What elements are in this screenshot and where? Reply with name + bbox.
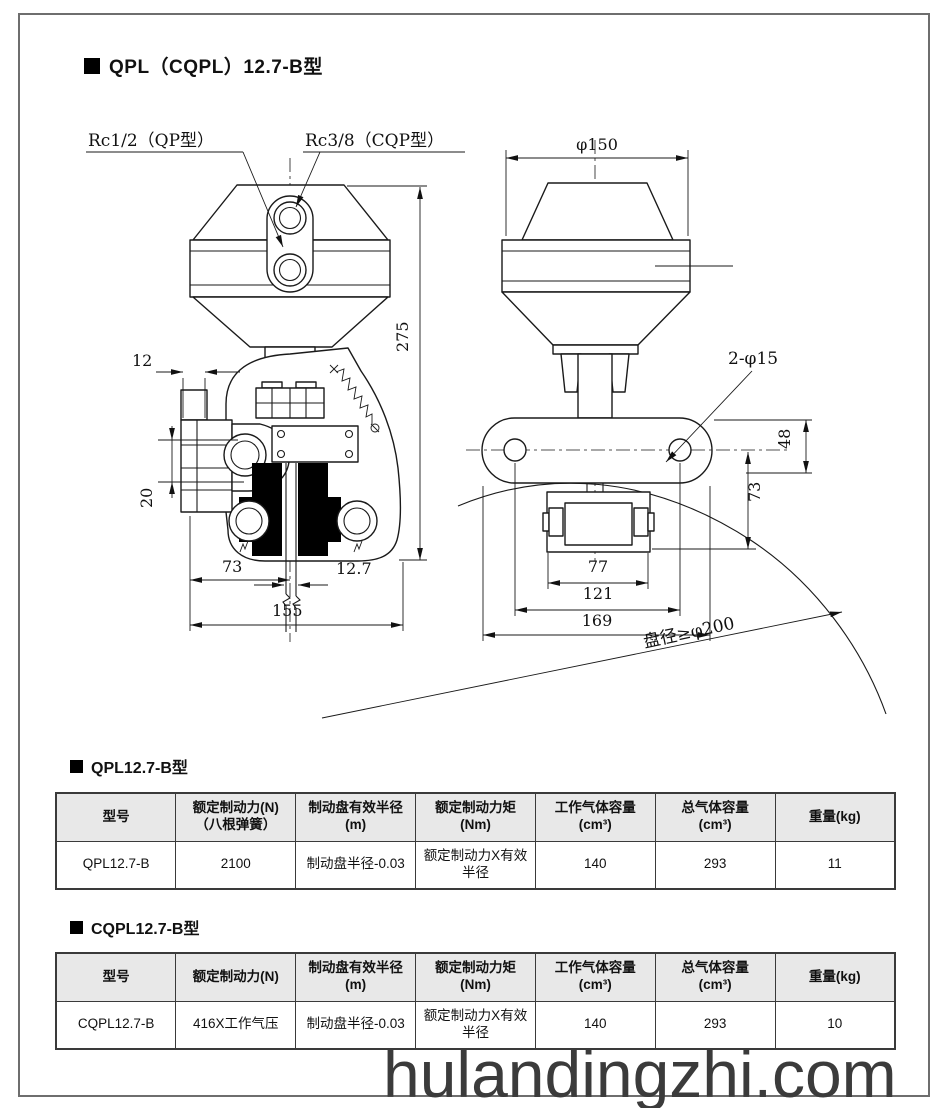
page-title: QPL（CQPL）12.7-B型 — [84, 52, 323, 79]
watermark-text: hulandingzhi.com — [383, 1037, 897, 1108]
header-working-gas-volume: 工作气体容量 (cm³) — [534, 792, 656, 842]
cqpl-spec-table: 型号 额定制动力(N) 制动盘有效半径 (m) 额定制动力矩 (Nm) 工作气体… — [55, 952, 896, 1050]
header-effective-radius: 制动盘有效半径 (m) — [295, 792, 417, 842]
dim-121: 121 — [583, 584, 614, 603]
holes-label: 2-φ15 — [728, 349, 778, 369]
black-square-marker-icon — [84, 57, 100, 74]
header-total-gas-volume: 总气体容量 (cm³) — [654, 952, 776, 1002]
dim-155: 155 — [272, 601, 303, 620]
cell-model: CQPL12.7-B — [55, 1000, 177, 1050]
dim-169: 169 — [582, 611, 613, 630]
header-model: 型号 — [55, 952, 177, 1002]
port-cqp-label: Rc3/8（CQP型） — [305, 131, 444, 151]
cell-total-gas-volume: 293 — [654, 840, 776, 890]
cell-total-gas-volume: 293 — [654, 1000, 776, 1050]
dim-12-7: 12.7 — [336, 559, 372, 578]
brake-disc-edge — [282, 463, 301, 632]
cell-rated-torque: 额定制动力X有效 半径 — [415, 840, 536, 890]
section-title-cqpl-text: CQPL12.7-B型 — [91, 921, 200, 938]
header-weight: 重量(kg) — [774, 952, 896, 1002]
header-rated-force: 额定制动力(N) （八根弹簧） — [175, 792, 297, 842]
dim-275: 275 — [393, 321, 412, 352]
header-total-gas-volume: 总气体容量 (cm³) — [654, 792, 776, 842]
port-qp-label: Rc1/2（QP型） — [88, 131, 214, 151]
section-title-cqpl: CQPL12.7-B型 — [70, 915, 199, 939]
dim-48: 48 — [775, 429, 794, 449]
dim-77: 77 — [588, 557, 608, 576]
cell-weight: 10 — [774, 1000, 896, 1050]
technical-drawings: Rc1/2（QP型） Rc3/8（CQP型） 12 20 73 155 — [86, 131, 887, 719]
dim-phi150: φ150 — [576, 135, 618, 154]
cell-weight: 11 — [774, 840, 896, 890]
table-row: QPL12.7-B 2100 制动盘半径-0.03 额定制动力X有效 半径 14… — [55, 840, 896, 890]
table-row: CQPL12.7-B 416X工作气压 制动盘半径-0.03 额定制动力X有效 … — [55, 1000, 896, 1050]
table-header-row: 型号 额定制动力(N) （八根弹簧） 制动盘有效半径 (m) 额定制动力矩 (N… — [55, 792, 896, 842]
cell-working-gas-volume: 140 — [534, 1000, 656, 1050]
header-effective-radius: 制动盘有效半径 (m) — [295, 952, 417, 1002]
cell-rated-force: 416X工作气压 — [175, 1000, 297, 1050]
black-square-marker-icon — [70, 920, 83, 934]
header-rated-torque: 额定制动力矩 (Nm) — [415, 952, 536, 1002]
cell-rated-force: 2100 — [175, 840, 297, 890]
header-rated-force: 额定制动力(N) — [175, 952, 297, 1002]
qpl-spec-table: 型号 额定制动力(N) （八根弹簧） 制动盘有效半径 (m) 额定制动力矩 (N… — [55, 792, 896, 890]
disc-diameter-note: 盘径≥φ200 — [642, 614, 737, 653]
dim-12: 12 — [132, 351, 152, 370]
cell-rated-torque: 额定制动力X有效 半径 — [415, 1000, 536, 1050]
header-rated-torque: 额定制动力矩 (Nm) — [415, 792, 536, 842]
header-working-gas-volume: 工作气体容量 (cm³) — [534, 952, 656, 1002]
page-border-frame — [18, 13, 930, 1097]
header-weight: 重量(kg) — [774, 792, 896, 842]
dim-73: 73 — [222, 557, 242, 576]
page-title-text: QPL（CQPL）12.7-B型 — [109, 57, 323, 78]
side-view-drawing: φ150 — [321, 135, 887, 719]
cell-model: QPL12.7-B — [55, 840, 177, 890]
cell-working-gas-volume: 140 — [534, 840, 656, 890]
disc-arc — [457, 482, 887, 715]
header-model: 型号 — [55, 792, 177, 842]
front-view-drawing: Rc1/2（QP型） Rc3/8（CQP型） 12 20 73 155 — [86, 131, 465, 642]
cell-effective-radius: 制动盘半径-0.03 — [295, 840, 417, 890]
return-spring — [329, 364, 380, 433]
section-title-qpl: QPL12.7-B型 — [70, 754, 188, 778]
section-title-qpl-text: QPL12.7-B型 — [91, 760, 188, 777]
black-square-marker-icon — [70, 759, 83, 773]
dim-20: 20 — [137, 488, 156, 508]
cell-effective-radius: 制动盘半径-0.03 — [295, 1000, 417, 1050]
table-header-row: 型号 额定制动力(N) 制动盘有效半径 (m) 额定制动力矩 (Nm) 工作气体… — [55, 952, 896, 1002]
